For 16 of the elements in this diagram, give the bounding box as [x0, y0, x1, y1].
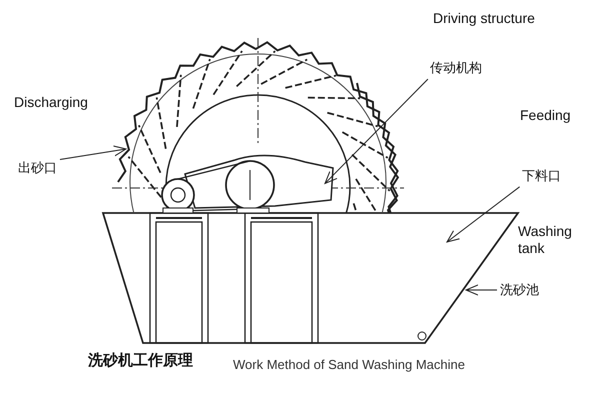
- leader-line: [324, 78, 428, 184]
- title: 洗砂机工作原理: [88, 352, 193, 369]
- leader-line: [59, 145, 126, 160]
- callout-label: 下料口: [522, 168, 561, 185]
- leader-line: [446, 186, 520, 242]
- callout-label: 出砂口: [18, 160, 57, 177]
- part-label: Discharging: [14, 94, 88, 111]
- part-label: Driving structure: [433, 10, 535, 27]
- drive-unit-drawing: [162, 155, 333, 213]
- leader-line: [466, 284, 498, 296]
- sand-wheel-drawing: [112, 36, 404, 216]
- callout-label: 传动机构: [430, 60, 482, 77]
- part-label: Washing tank: [518, 223, 573, 257]
- part-label: Feeding: [520, 107, 571, 124]
- callout-label: 洗砂池: [500, 282, 539, 299]
- caption: Work Method of Sand Washing Machine: [233, 356, 465, 373]
